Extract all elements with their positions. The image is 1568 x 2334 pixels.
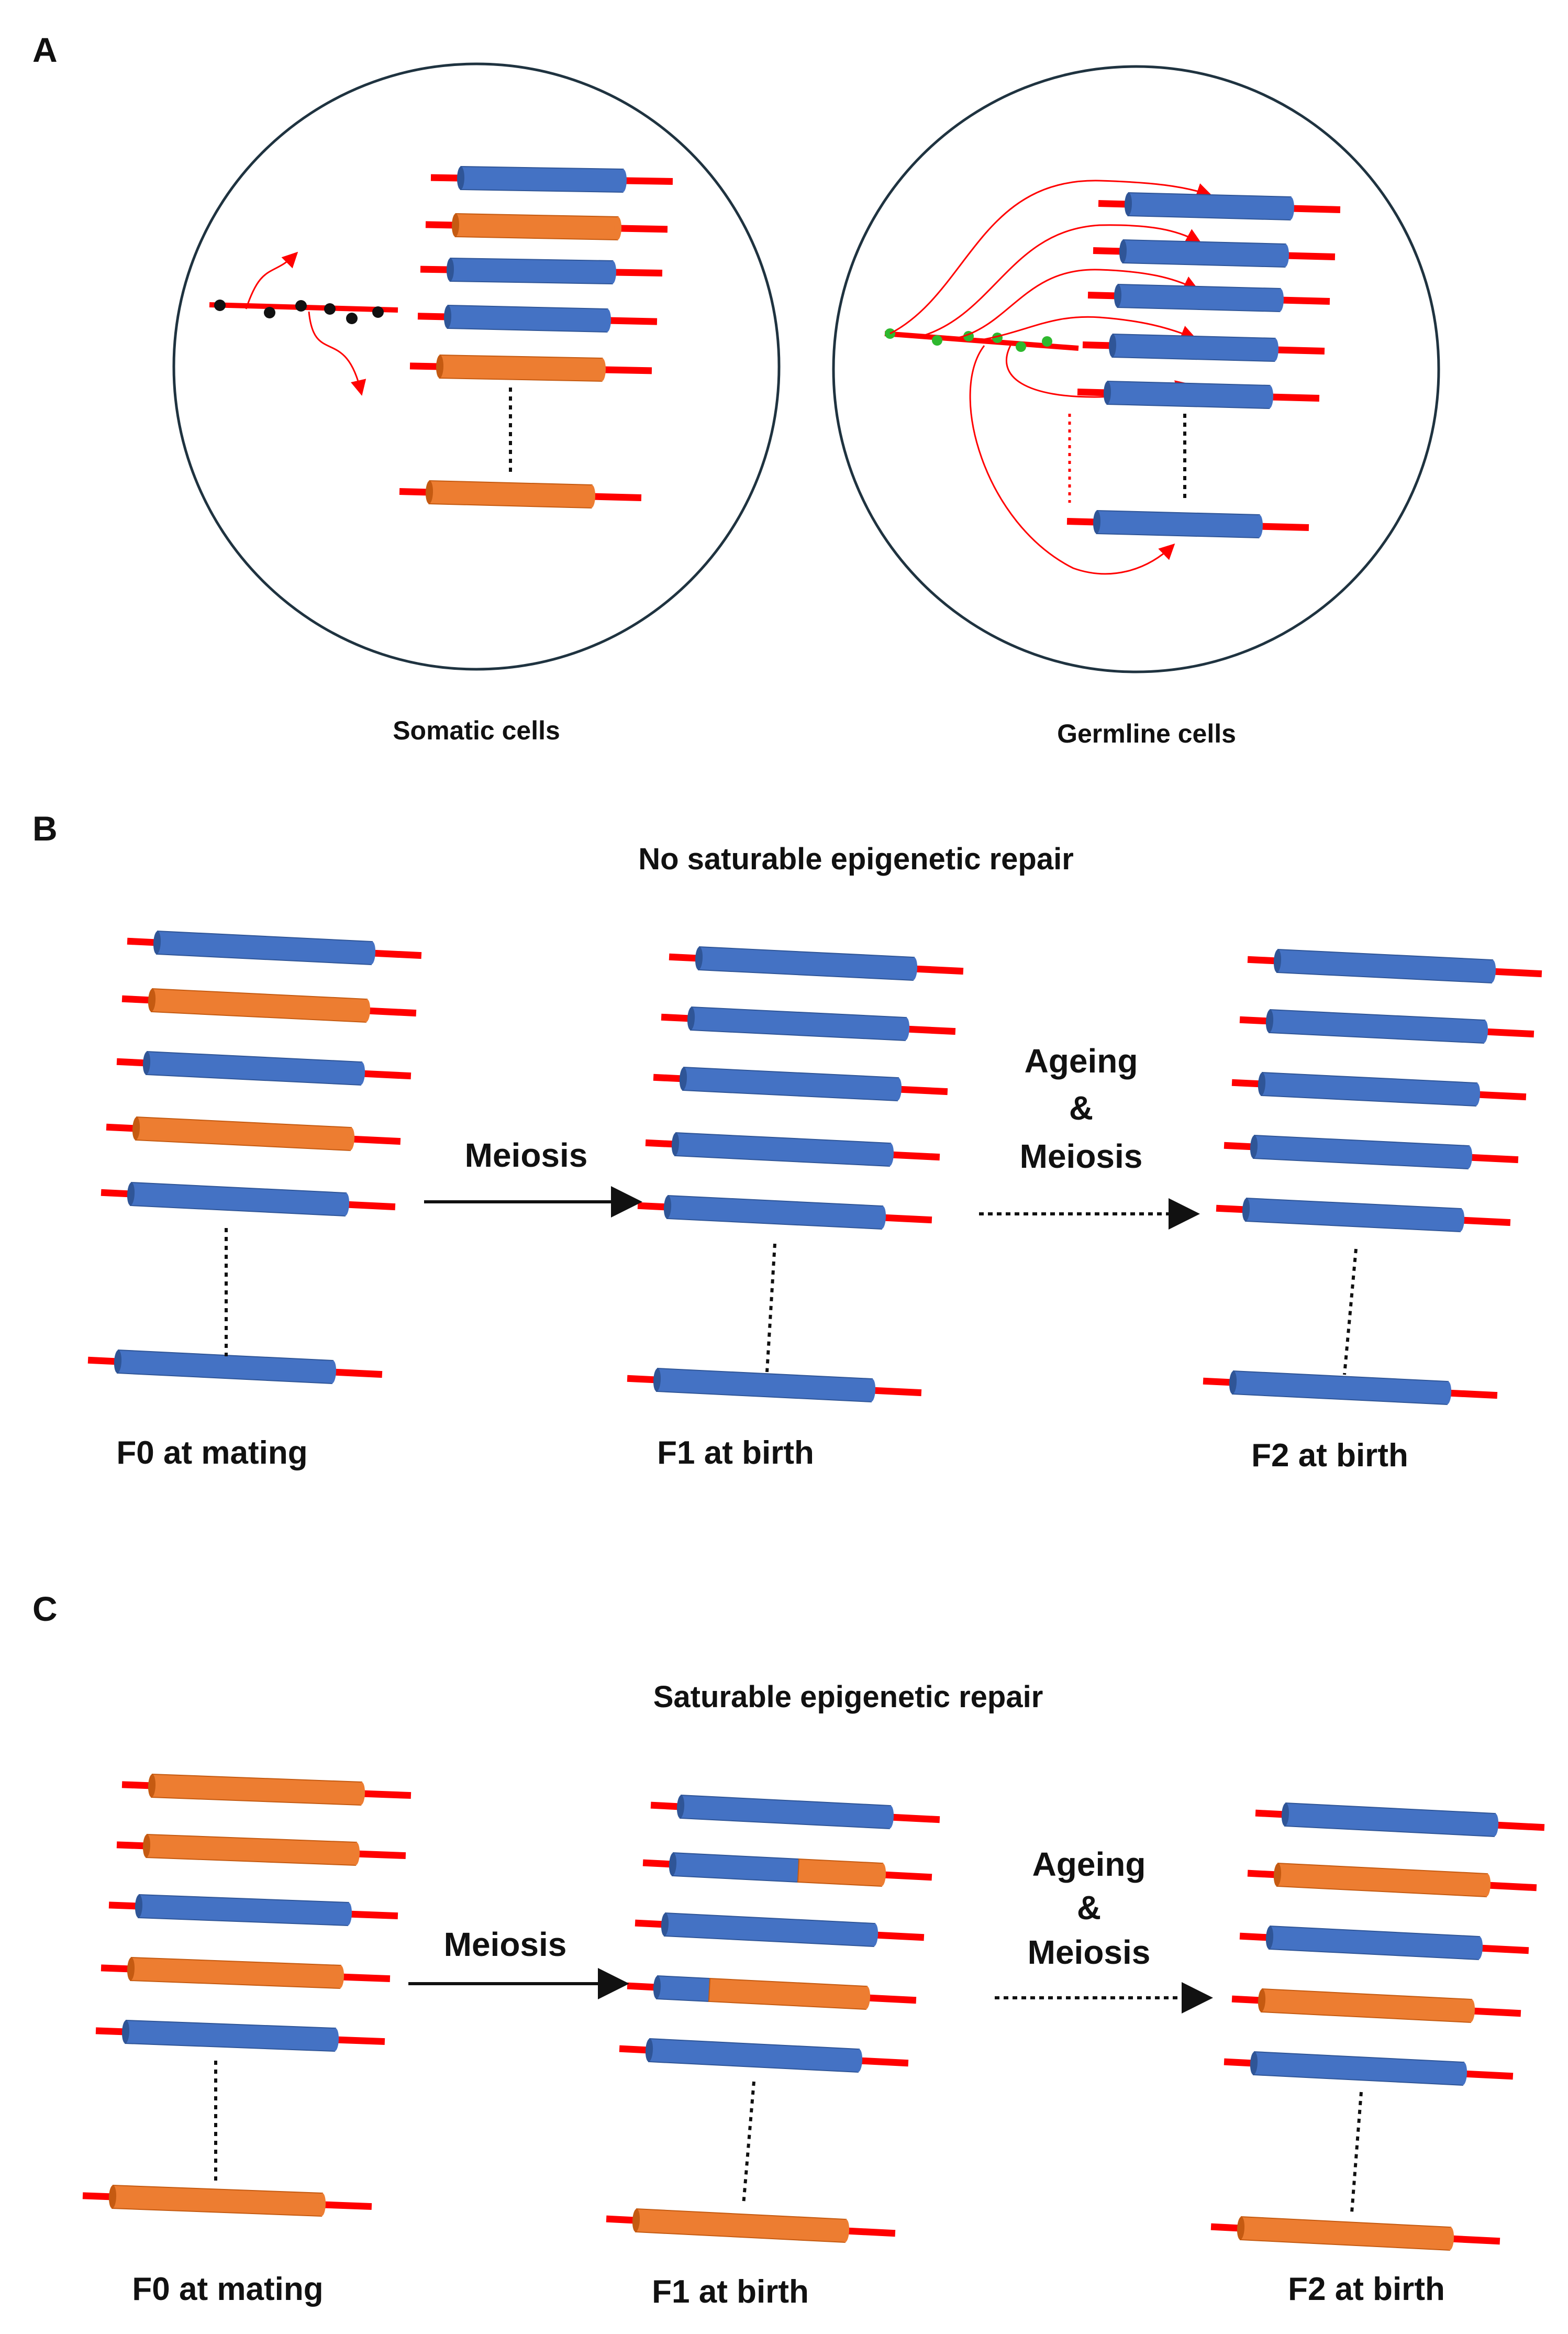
chromosome (1087, 283, 1330, 313)
panel-c-ageing-label: Ageing (1032, 1845, 1146, 1883)
chromosome (1247, 948, 1542, 984)
panel-c-f0-chromosomes (82, 1773, 412, 2217)
chromosome (642, 1852, 932, 1887)
chromosome (619, 2038, 909, 2073)
somatic-cells-caption: Somatic cells (393, 716, 560, 745)
germline-cells-caption: Germline cells (1057, 719, 1236, 748)
chromosome (645, 1132, 940, 1167)
chromosome (1231, 1988, 1521, 2023)
chromosome (425, 213, 668, 241)
panel-c-f2-continuation (1350, 2092, 1363, 2213)
chromosome (1082, 333, 1325, 362)
panel-c-f2-label: F2 at birth (1288, 2271, 1445, 2307)
chromosome (1066, 510, 1309, 539)
chromosome (1239, 1009, 1534, 1044)
panel-c-f1-label: F1 at birth (652, 2274, 809, 2310)
chromosome (127, 930, 422, 966)
chromosome (116, 1833, 406, 1866)
chromosome (82, 2184, 372, 2217)
panel-c-f0-label: F0 at mating (132, 2271, 323, 2307)
chromosome (1098, 192, 1341, 221)
somatic-damage-marks (214, 300, 384, 324)
panel-b-f0-label: F0 at mating (116, 1435, 307, 1471)
chromosome (1255, 1802, 1545, 1838)
panel-a-label: A (32, 30, 58, 69)
chromosome (95, 2019, 385, 2052)
chromosome (1077, 380, 1320, 410)
panel-b-meiosis-label: Meiosis (465, 1136, 588, 1174)
panel-c-meiosis2-label: Meiosis (1028, 1933, 1151, 1971)
panel-b-ampersand-label: & (1069, 1089, 1093, 1127)
chromosome (637, 1194, 932, 1230)
chromosome (420, 257, 663, 285)
chromosome (1224, 1134, 1519, 1170)
chromosome (1093, 239, 1336, 268)
chromosome (116, 1050, 412, 1086)
chromosome (627, 1367, 922, 1403)
chromosome (650, 1794, 940, 1830)
panel-c-f1-chromosomes (606, 1794, 940, 2243)
panel-c-f2-chromosomes (1210, 1802, 1545, 2251)
chromosome (409, 354, 652, 382)
chromosome (87, 1349, 383, 1385)
germline-repair-marks (885, 328, 1052, 352)
panel-b-f0-chromosomes (87, 930, 422, 1385)
chromosome (106, 1116, 401, 1152)
panel-b-ageing-label: Ageing (1025, 1042, 1138, 1080)
chromosome (1239, 1925, 1529, 1961)
panel-b-label: B (32, 809, 58, 848)
chromosome (399, 480, 642, 509)
germline-cell-outline (832, 65, 1440, 673)
somatic-repair-path (245, 251, 298, 309)
germline-repair-paths (889, 180, 1213, 575)
somatic-cell (172, 62, 781, 671)
panel-b-f1-label: F1 at birth (657, 1435, 814, 1471)
panel-c-ampersand-label: & (1077, 1889, 1101, 1927)
germline-cell (832, 65, 1440, 673)
chromosome (1224, 2051, 1514, 2086)
panel-b-title: No saturable epigenetic repair (638, 842, 1074, 876)
chromosome (430, 165, 673, 193)
chromosome (1231, 1071, 1527, 1107)
somatic-cell-outline (172, 62, 781, 671)
panel-b-f1-continuation (765, 1243, 776, 1373)
somatic-chromosome-stack (399, 165, 673, 509)
panel-c-label: C (32, 1589, 58, 1628)
chromosome (1216, 1197, 1511, 1233)
chromosome (1203, 1370, 1498, 1406)
chromosome (101, 1181, 396, 1217)
chromosome (121, 1773, 412, 1806)
chromosome (606, 2208, 896, 2243)
chromosome (669, 946, 964, 981)
panel-b-f2-label: F2 at birth (1251, 1437, 1408, 1474)
panel-b-f1-chromosomes (627, 946, 964, 1403)
chromosome (627, 1975, 917, 2010)
somatic-repair-path (308, 311, 366, 396)
panel-b-meiosis2-label: Meiosis (1020, 1137, 1143, 1175)
chromosome (661, 1006, 956, 1042)
chromosome (101, 1956, 391, 1989)
panel-c-f1-continuation (742, 2081, 755, 2205)
panel-b-f2-continuation (1343, 1248, 1358, 1375)
panel-c-meiosis-label: Meiosis (444, 1926, 567, 1963)
chromosome (635, 1912, 925, 1948)
chromosome (653, 1066, 948, 1102)
chromosome (108, 1894, 398, 1927)
chromosome (1247, 1862, 1537, 1898)
germline-chromosome-stack (1066, 192, 1341, 539)
chromosome (417, 304, 658, 333)
panel-b-f2-chromosomes (1203, 948, 1542, 1406)
chromosome (1210, 2216, 1500, 2251)
panel-c-title: Saturable epigenetic repair (653, 1680, 1043, 1714)
chromosome (121, 988, 417, 1023)
